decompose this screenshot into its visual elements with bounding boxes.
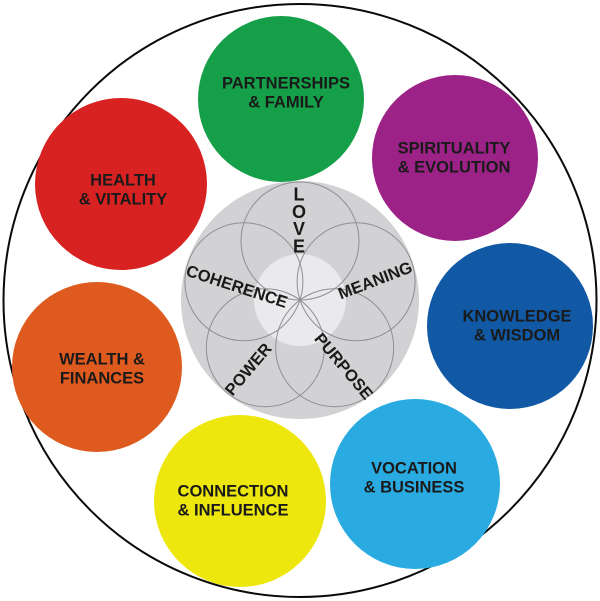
area-label-health-vitality: HEALTH& VITALITY [79,172,168,209]
area-circle-vocation-business [330,399,500,569]
area-label-line: FINANCES [60,370,144,388]
area-label-line: & VITALITY [79,191,168,209]
petal-circle-2 [184,222,304,342]
core-word-love-letter: E [293,236,305,256]
area-circle-health-vitality [35,98,207,270]
area-label-line: & FAMILY [248,94,323,112]
area-label-line: VOCATION [371,460,457,478]
area-label-line: & BUSINESS [364,479,465,497]
petal-circle-3 [205,288,325,408]
area-label-line: & INFLUENCE [178,502,289,520]
area-label-line: WEALTH & [59,351,145,369]
area-circle-partnerships-family [198,16,364,182]
petal-circle-5 [296,222,416,342]
outer-ring [2,3,598,598]
area-label-vocation-business: VOCATION& BUSINESS [364,460,465,497]
core-word-love-letter: V [293,219,305,239]
area-label-line: & EVOLUTION [398,159,511,177]
area-circle-wealth-finances [12,282,182,452]
area-label-line: PARTNERSHIPS [222,75,350,93]
area-label-knowledge-wisdom: KNOWLEDGE& WISDOM [462,308,571,345]
area-label-line: CONNECTION [178,483,289,501]
area-circle-connection-influence [154,415,326,587]
area-label-partnerships-family: PARTNERSHIPS& FAMILY [222,75,350,112]
area-circle-knowledge-wisdom [427,243,593,409]
petal-circle-4 [275,288,395,408]
area-label-line: HEALTH [90,172,156,190]
area-label-line: KNOWLEDGE [462,308,571,326]
area-label-line: & WISDOM [474,327,560,345]
area-label-line: SPIRITUALITY [398,140,511,158]
area-label-wealth-finances: WEALTH &FINANCES [59,351,145,388]
core-word-love-letter: L [294,185,305,205]
area-label-spirituality-evolution: SPIRITUALITY& EVOLUTION [398,140,511,177]
area-circle-spirituality-evolution [372,75,538,241]
core-word-love-letter: O [292,202,306,222]
area-label-connection-influence: CONNECTION& INFLUENCE [178,483,289,520]
